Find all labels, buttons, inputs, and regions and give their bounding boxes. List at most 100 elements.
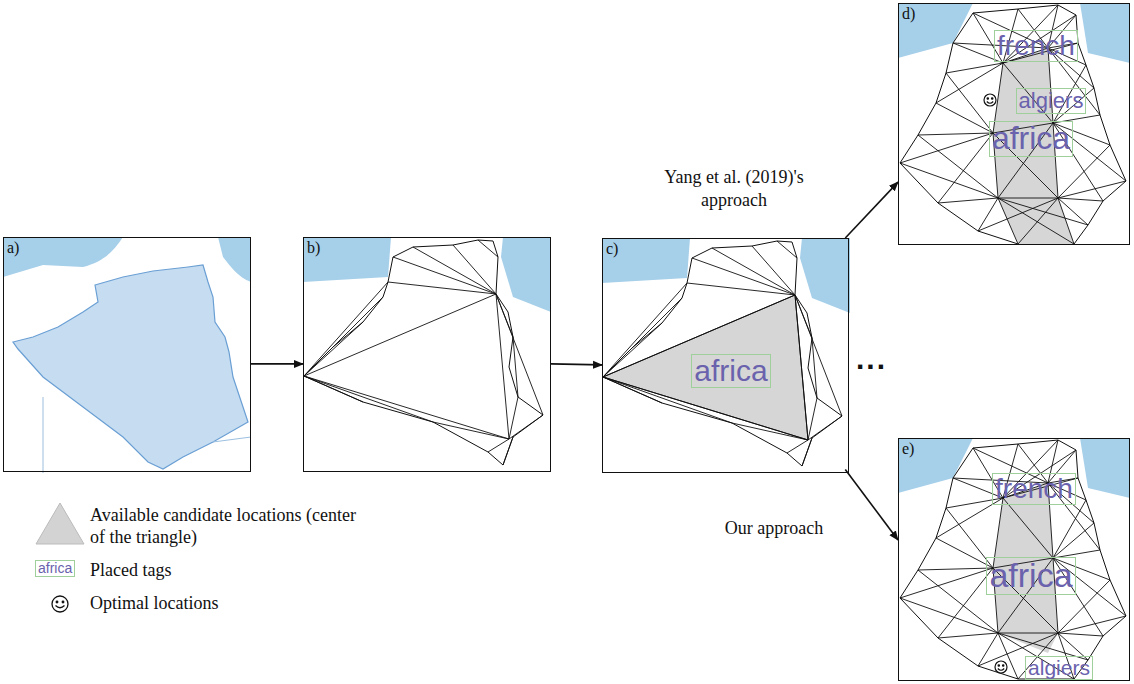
panel-ground — [602, 238, 850, 473]
sea — [800, 238, 850, 313]
triangulation-edge — [692, 258, 795, 295]
triangulation-edge — [795, 295, 808, 440]
triangulation-edge — [393, 257, 496, 294]
triangulation-edge — [777, 241, 797, 258]
triangulation-edge — [712, 248, 795, 295]
edge-label: Our approach — [708, 517, 840, 540]
triangulation-edge — [808, 398, 817, 440]
triangulation-edge — [509, 415, 543, 439]
map-stroke — [998, 669, 1004, 671]
panel-ground — [303, 237, 551, 472]
triangulation-edge — [795, 295, 812, 338]
sea — [1080, 3, 1130, 63]
triangulation-edge — [304, 297, 383, 376]
triangulation-edge — [509, 397, 518, 439]
triangulation-edge — [918, 133, 993, 135]
triangulation-edge — [1058, 198, 1103, 201]
tag-text: algiers — [1019, 88, 1084, 113]
smiley-sample — [52, 596, 68, 612]
triangulation-edge — [936, 538, 993, 568]
triangulation-edge — [1053, 500, 1086, 558]
triangulation-edge — [496, 294, 543, 415]
country-region — [13, 265, 248, 469]
flow-arrow — [551, 364, 602, 365]
candidate-triangle — [603, 295, 808, 440]
sea — [218, 237, 251, 282]
triangulation-edge — [998, 198, 1088, 225]
triangulation-edge — [812, 338, 817, 398]
map-panel: a) — [3, 237, 251, 472]
optimal-location-smiley — [995, 661, 1007, 673]
tag-text: algiers — [1028, 656, 1090, 679]
placed-tag: algiers — [1016, 88, 1087, 113]
flow-arrow — [845, 469, 898, 540]
legend-text: Available candidate locations (center of… — [90, 505, 360, 548]
tag-text: french — [995, 473, 1073, 504]
tag-text: french — [997, 30, 1075, 61]
map-panel: c) africa — [602, 238, 849, 473]
optimal-location-smiley — [984, 94, 996, 106]
triangulation-edge — [938, 198, 998, 203]
sea — [303, 237, 391, 282]
ellipsis: ... — [856, 340, 887, 378]
triangulation-edge — [603, 377, 662, 403]
triangulation-edge — [304, 294, 496, 376]
country-outline — [900, 5, 1126, 244]
triangulation-edge — [978, 198, 998, 231]
triangulation-edge — [513, 337, 518, 397]
triangulation-edge — [900, 598, 998, 633]
placed-tag: algiers — [1025, 656, 1093, 680]
triangulation-edge — [413, 247, 496, 294]
triangulation-edge — [998, 198, 1058, 199]
triangulation-edge — [304, 282, 388, 376]
triangulation-edge — [1053, 523, 1094, 558]
triangulation-edge — [808, 416, 842, 440]
placed-tag: africa — [989, 121, 1073, 157]
triangulation-edge — [938, 633, 998, 638]
triangulation-edge — [304, 322, 363, 376]
border-line — [213, 437, 251, 442]
sea — [1080, 438, 1130, 498]
legend-text: Placed tags — [90, 560, 360, 582]
map-stroke — [1003, 665, 1004, 666]
triangulation-edge — [304, 376, 433, 422]
panel-ground — [3, 237, 251, 472]
map-stroke — [998, 665, 999, 666]
placed-tag: french — [992, 473, 1076, 504]
triangulation-edge — [938, 568, 993, 638]
triangulation-edge — [978, 633, 998, 666]
country-outline — [900, 440, 1126, 679]
triangulation-edge — [1058, 633, 1103, 636]
triangulation-edge — [478, 240, 498, 257]
edge-label: Yang et al. (2019)'s approach — [646, 166, 822, 211]
triangulation-edge — [918, 135, 998, 198]
panel-ground — [898, 438, 1130, 680]
map-stroke — [992, 98, 993, 99]
triangulation-edge — [496, 294, 509, 439]
panel-label: c) — [606, 240, 618, 258]
triangulation-edge — [1003, 498, 1053, 558]
triangulation-edge — [603, 283, 687, 377]
triangulation-edge — [1018, 198, 1058, 244]
triangulation-edge — [998, 633, 1058, 634]
flow-arrow — [845, 182, 898, 238]
triangulation-edge — [998, 198, 1074, 244]
triangulation-edge — [488, 439, 509, 452]
sea — [501, 237, 551, 312]
triangulation-edge — [900, 568, 993, 598]
flow-arrow — [251, 363, 303, 365]
tag-text: africa — [992, 120, 1070, 156]
placed-tag: africa — [691, 354, 770, 388]
border-line — [43, 397, 44, 473]
triangulation-edge — [503, 437, 513, 465]
placed-tag: french — [994, 30, 1078, 61]
map-stroke — [984, 94, 996, 106]
country-outline — [304, 240, 543, 465]
map-panel: b) — [303, 237, 551, 472]
panel-ground — [898, 3, 1130, 245]
tag-text: africa — [694, 354, 767, 387]
map-stroke — [995, 661, 1007, 673]
map-panel: d)frenchalgiersafrica — [898, 3, 1130, 245]
